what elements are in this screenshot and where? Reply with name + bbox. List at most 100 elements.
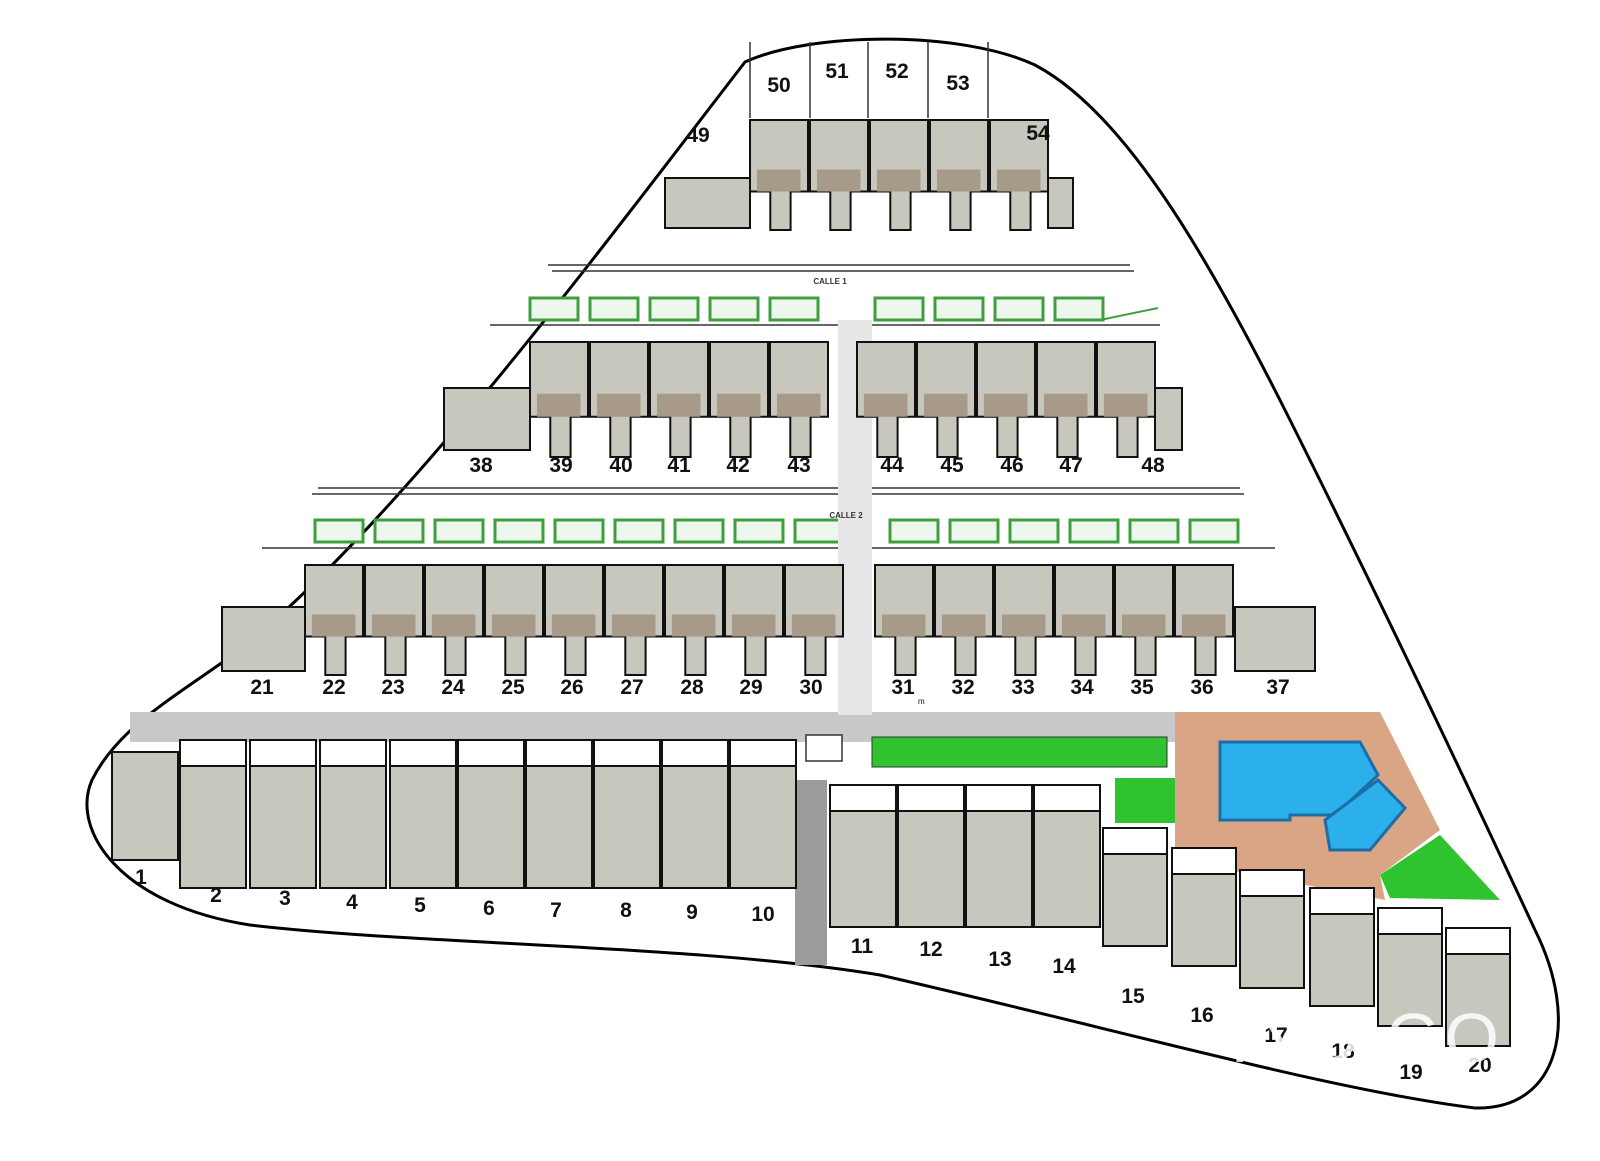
house-bottom [525, 739, 593, 889]
house-middle [664, 564, 724, 676]
patio [1377, 907, 1443, 935]
house-middle [484, 564, 544, 676]
house-bottom-east [965, 784, 1033, 928]
terrace [716, 393, 761, 417]
house-bottom-east [829, 784, 897, 928]
lot-number: 39 [549, 454, 572, 477]
parking-space [613, 518, 665, 544]
terrace [776, 393, 821, 417]
lot-number: 48 [1141, 454, 1165, 477]
parking-space [433, 518, 485, 544]
house-bottom [389, 739, 457, 889]
house-upper [769, 341, 829, 458]
parking-space [888, 518, 940, 544]
lot-number: 5 [414, 894, 426, 917]
lot-number: 34 [1070, 676, 1094, 699]
watermark: INDIGO [1230, 999, 1503, 1077]
parking-space [648, 296, 700, 322]
parking-space [933, 296, 985, 322]
patio [389, 739, 457, 767]
house-middle [874, 564, 934, 676]
house-upper [856, 341, 916, 458]
lot-number: 28 [680, 676, 704, 699]
lot-number: 19 [1399, 1061, 1422, 1084]
house-footprint [1033, 810, 1101, 928]
parking-space [588, 296, 640, 322]
house-footprint [897, 810, 965, 928]
lot-number: 32 [951, 676, 974, 699]
house-middle [424, 564, 484, 676]
lot-number: 51 [825, 60, 849, 83]
lot-number: 15 [1121, 985, 1145, 1008]
house-bottom [249, 739, 317, 889]
parking-space [673, 518, 725, 544]
house-footprint [965, 810, 1033, 928]
house-end-48 [1154, 387, 1183, 451]
lot-31-suffix: m [918, 697, 925, 706]
lot-number: 52 [885, 60, 908, 83]
terrace [863, 393, 908, 417]
lot-number: 9 [686, 901, 698, 924]
house-middle [934, 564, 994, 676]
house-bottom [319, 739, 387, 889]
lot-number: 13 [988, 948, 1011, 971]
house-top [869, 119, 929, 231]
lot-number: 14 [1052, 955, 1076, 978]
lot-number: 37 [1266, 676, 1289, 699]
parking-space [493, 518, 545, 544]
house-footprint [729, 765, 797, 889]
house-footprint [593, 765, 661, 889]
patio [1102, 827, 1168, 855]
lot-number: 38 [469, 454, 493, 477]
parking-space [768, 296, 820, 322]
patio [593, 739, 661, 767]
house-1 [111, 751, 179, 861]
lot-number: 26 [560, 676, 583, 699]
lot-number: 7 [550, 899, 562, 922]
lot-number: 23 [381, 676, 404, 699]
house-upper [1036, 341, 1096, 458]
lot-number: 16 [1190, 1004, 1213, 1027]
lot-number: 3 [279, 887, 291, 910]
house-middle [364, 564, 424, 676]
lot-number: 30 [799, 676, 822, 699]
house-bottom [729, 739, 797, 889]
house-footprint [1239, 895, 1305, 989]
patio [525, 739, 593, 767]
terrace [731, 614, 776, 637]
terrace [371, 614, 416, 637]
lot-number: 44 [880, 454, 904, 477]
house-middle [784, 564, 844, 676]
terrace [941, 614, 986, 637]
lot-number: 11 [851, 935, 874, 958]
patio [457, 739, 525, 767]
house-footprint [829, 810, 897, 928]
infrastructure [130, 42, 1500, 965]
terrace [876, 169, 921, 192]
terrace [1181, 614, 1226, 637]
patio [661, 739, 729, 767]
house-bottom-step [1239, 869, 1305, 989]
driveway [795, 780, 827, 965]
patio [829, 784, 897, 812]
house-upper [649, 341, 709, 458]
parking-space [1068, 518, 1120, 544]
parking-line [1099, 307, 1159, 321]
terrace [311, 614, 356, 637]
patio [729, 739, 797, 767]
house-footprint [179, 765, 247, 889]
house-upper [529, 341, 589, 458]
terrace [551, 614, 596, 637]
parking-space [1128, 518, 1180, 544]
pool-extension [1323, 778, 1408, 852]
lot-number: 27 [620, 676, 643, 699]
terrace [881, 614, 926, 637]
house-footprint [1102, 853, 1168, 947]
lot-number: 31 [891, 676, 915, 699]
terrace [1043, 393, 1088, 417]
lot-number: 10 [751, 903, 774, 926]
patio [249, 739, 317, 767]
house-top [989, 119, 1049, 231]
house-upper [589, 341, 649, 458]
